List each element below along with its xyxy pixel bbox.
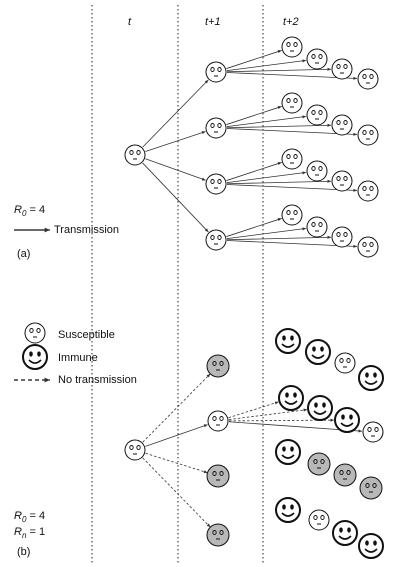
legend-no-transmission-label: No transmission [58, 374, 137, 386]
legend-transmission-label: Transmission [54, 224, 119, 236]
edge-a-mid-2-to-leaf-2 [226, 115, 307, 127]
face-b-root [124, 439, 146, 461]
face-b-leaf-1-1 [275, 328, 301, 354]
panel-a-label: (a) [17, 248, 31, 260]
face-b-leaf-3-1 [275, 439, 301, 465]
edge-a-mid-4-to-leaf-2 [226, 227, 307, 239]
legend-susceptible-label: Susceptible [58, 329, 115, 341]
edge-a-root-to-mid-3 [145, 158, 206, 181]
face-a-leaf-2-2 [306, 104, 328, 126]
legend-immune-label: Immune [58, 352, 98, 364]
face-a-leaf-2-1 [281, 92, 303, 114]
face-a-mid-3 [205, 173, 227, 195]
face-b-leaf-2-2 [307, 395, 333, 421]
edge-a-mid-3-to-leaf-3 [226, 179, 332, 185]
edge-a-root-to-mid-1 [142, 79, 209, 148]
face-b-leaf-4-4 [358, 533, 384, 559]
face-b-mid-1 [206, 354, 230, 378]
edge-a-mid-1-to-leaf-4 [226, 72, 358, 80]
face-a-leaf-3-1 [281, 148, 303, 170]
panel-b-r0: R0 = 4 [14, 510, 46, 524]
face-a-leaf-1-2 [306, 48, 328, 70]
edge-a-mid-4-to-leaf-4 [226, 240, 358, 248]
edge-a-root-to-mid-4 [142, 162, 209, 233]
face-b-leaf-1-4 [358, 365, 384, 391]
edge-a-root-to-mid-2 [145, 131, 206, 152]
face-b-mid-3 [206, 464, 230, 488]
face-a-leaf-1-4 [357, 68, 379, 90]
edge-a-mid-2-to-leaf-3 [226, 123, 332, 129]
panel-b-label: (b) [17, 546, 31, 558]
face-a-leaf-3-3 [331, 170, 353, 192]
panel-b-rn: Rn = 1 [14, 526, 46, 540]
edge-b-mid-2-to-leaf-2 [228, 408, 308, 421]
face-b-leaf-4-2 [308, 509, 330, 531]
edge-a-mid-4-to-leaf-3 [226, 235, 332, 241]
face-b-leaf-2-1 [278, 385, 304, 411]
face-a-leaf-2-3 [331, 114, 353, 136]
face-b-leaf-2-4 [362, 421, 384, 443]
face-a-mid-4 [205, 229, 227, 251]
face-a-leaf-2-4 [357, 124, 379, 146]
edge-a-mid-3-to-leaf-2 [226, 171, 307, 183]
face-a-leaf-3-4 [357, 180, 379, 202]
panel-a-r0: R0 = 4 [14, 204, 46, 218]
face-b-leaf-1-3 [334, 352, 356, 374]
header-t: t [128, 16, 132, 28]
edge-b-root-to-mid-1 [142, 373, 211, 443]
face-b-mid-4 [206, 523, 230, 547]
face-a-leaf-4-3 [331, 226, 353, 248]
face-b-leaf-2-3 [334, 407, 360, 433]
edge-b-root-to-mid-3 [145, 452, 208, 474]
edge-a-mid-2-to-leaf-4 [226, 128, 358, 136]
face-a-leaf-1-3 [331, 58, 353, 80]
face-b-mid-2 [207, 410, 229, 432]
face-a-leaf-4-4 [357, 236, 379, 258]
face-b-leaf-3-3 [333, 463, 357, 487]
edge-a-mid-4-to-leaf-1 [226, 218, 282, 237]
face-a-root [124, 144, 146, 166]
face-a-leaf-3-2 [306, 160, 328, 182]
face-a-mid-2 [205, 117, 227, 139]
header-t-plus-2: t+2 [283, 16, 299, 28]
edge-b-mid-2-to-leaf-1 [228, 401, 279, 419]
edge-b-root-to-mid-4 [142, 457, 211, 528]
edge-a-mid-3-to-leaf-1 [226, 162, 282, 181]
legend-susceptible-face [24, 322, 46, 344]
face-b-leaf-3-4 [359, 476, 383, 500]
face-b-leaf-4-3 [332, 520, 358, 546]
face-a-leaf-1-1 [281, 36, 303, 58]
legend-immune-face [22, 344, 48, 370]
face-a-leaf-4-1 [281, 204, 303, 226]
edge-a-mid-1-to-leaf-3 [226, 67, 332, 73]
edge-a-mid-3-to-leaf-4 [226, 184, 358, 192]
header-t-plus-1: t+1 [205, 16, 221, 28]
edge-a-mid-2-to-leaf-1 [226, 106, 282, 125]
face-b-leaf-3-2 [307, 452, 331, 476]
face-b-leaf-4-1 [275, 497, 301, 523]
face-a-mid-1 [205, 61, 227, 83]
face-b-leaf-1-2 [305, 339, 331, 365]
edge-a-mid-1-to-leaf-2 [226, 59, 307, 71]
face-a-leaf-4-2 [306, 216, 328, 238]
edge-a-mid-1-to-leaf-1 [226, 50, 282, 69]
edge-b-root-to-mid-2 [145, 424, 208, 447]
